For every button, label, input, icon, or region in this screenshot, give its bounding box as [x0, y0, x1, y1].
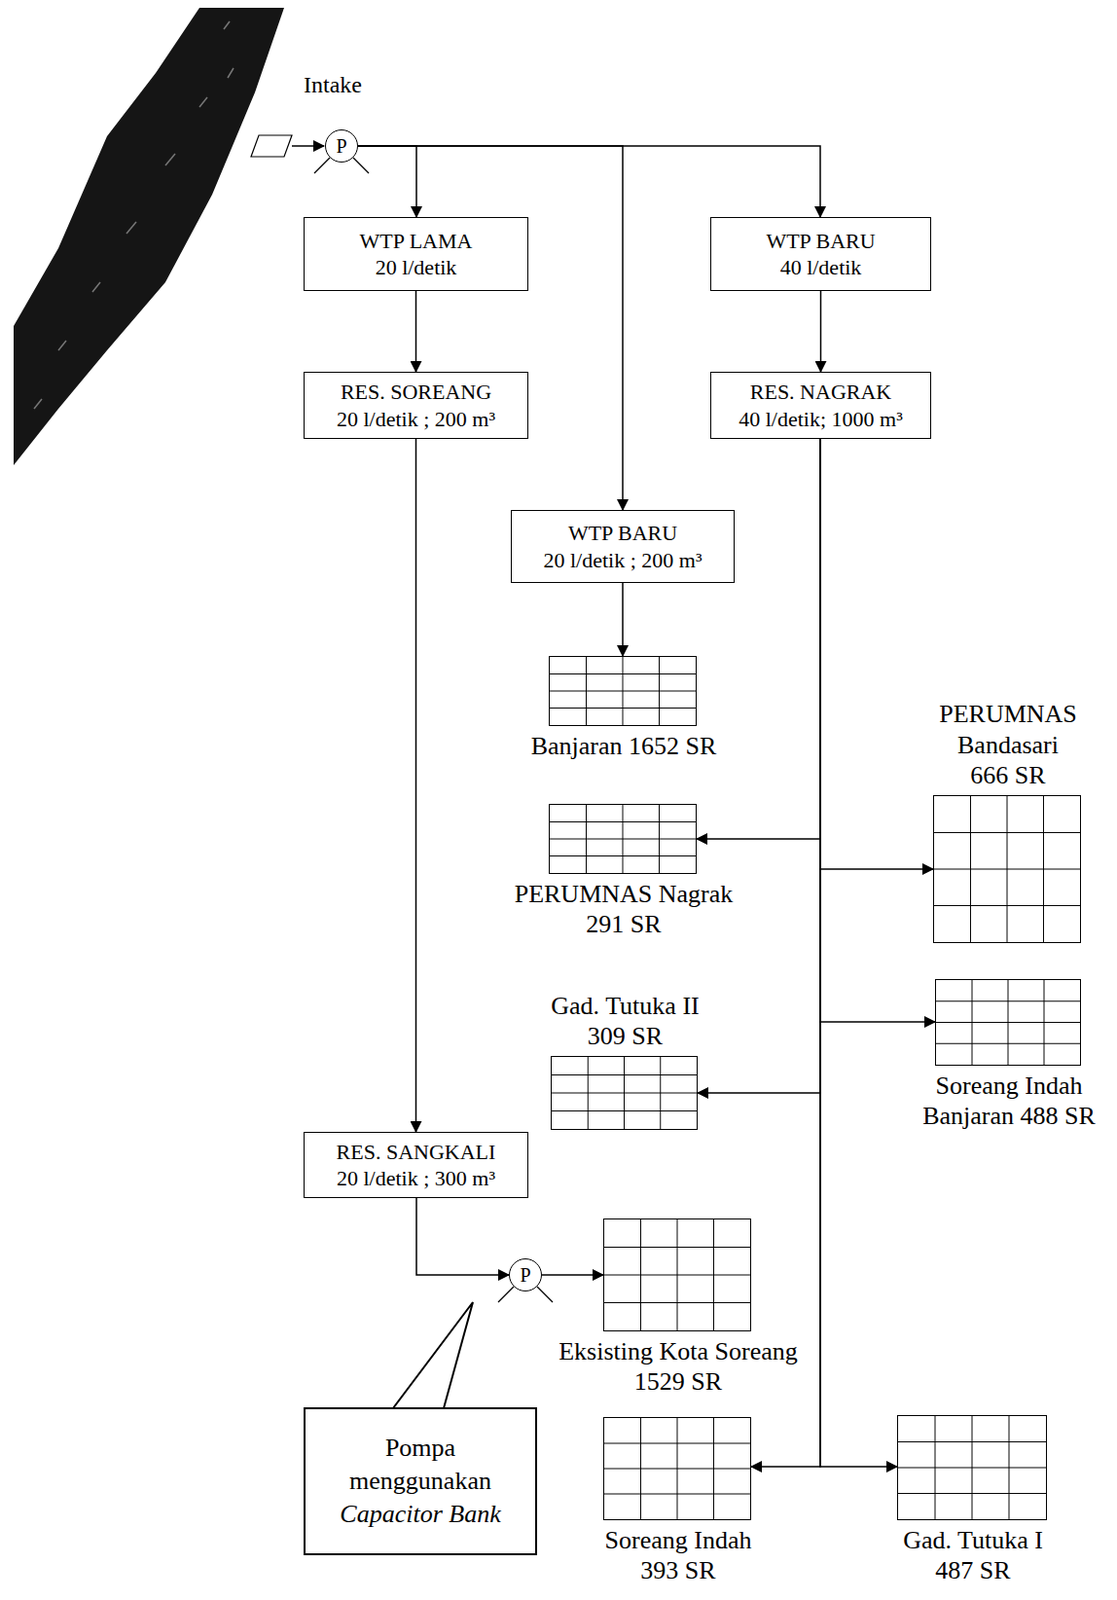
service-area-grid: PERUMNAS Nagrak 291 SR: [548, 803, 697, 874]
box-text: 20 l/detik: [375, 253, 458, 282]
area-label: Soreang Indah Banjaran 488 SR: [919, 1070, 1100, 1131]
box-title: WTP LAMA: [360, 227, 473, 255]
pump-symbol: P: [508, 1258, 542, 1292]
pipe-connector: [358, 145, 623, 510]
grid-lines: [551, 1056, 697, 1129]
service-area-grid: Gad. Tutuka I 487 SR: [897, 1414, 1047, 1520]
box-text: 20 l/detik ; 200 m³: [336, 405, 496, 433]
area-label: PERUMNAS Bandasari 666 SR: [937, 698, 1080, 791]
pump-legs: [314, 157, 553, 1302]
grid-lines: [549, 804, 696, 873]
grid-lines: [934, 795, 1081, 942]
intake-label: Intake: [303, 72, 362, 99]
pipe-connector: [820, 438, 936, 1022]
area-label: Soreang Indah 393 SR: [595, 1524, 761, 1586]
box-text: 20 l/detik ; 200 m³: [542, 546, 702, 575]
box-title: RES. NAGRAK: [750, 378, 892, 406]
river-texture: [34, 21, 234, 409]
service-area-grid: Gad. Tutuka II 309 SR: [550, 1055, 698, 1130]
process-box: WTP BARU40 l/detik: [710, 216, 932, 291]
service-area-grid: Soreang Indah 393 SR: [603, 1416, 752, 1520]
box-title: RES. SANGKALI: [336, 1138, 497, 1166]
box-text: 20 l/detik ; 300 m³: [336, 1164, 496, 1192]
pipe-connector: [541, 1273, 604, 1276]
area-label: Gad. Tutuka I 487 SR: [893, 1524, 1054, 1586]
process-box: WTP LAMA20 l/detik: [303, 216, 529, 291]
pipe-connector: [358, 145, 821, 217]
pipe-connector: [415, 290, 418, 372]
service-area-grid: PERUMNAS Bandasari 666 SR: [933, 794, 1081, 943]
process-box: RES. SOREANG20 l/detik ; 200 m³: [303, 371, 529, 439]
process-box: RES. NAGRAK40 l/detik; 1000 m³: [710, 371, 932, 439]
callout-box: Pompa menggunakanCapacitor Bank: [303, 1406, 538, 1555]
service-area-grid: Eksisting Kota Soreang 1529 SR: [603, 1218, 752, 1332]
pipe-connector: [416, 1197, 509, 1275]
pipe-connector: [696, 438, 821, 839]
area-label: Gad. Tutuka II 309 SR: [540, 990, 711, 1051]
callout-pointer: [393, 1301, 473, 1408]
box-title: Pompa menggunakan: [315, 1431, 526, 1498]
area-label: PERUMNAS Nagrak 291 SR: [504, 878, 744, 939]
pipe-connector: [415, 438, 418, 1132]
grid-lines: [604, 1219, 751, 1331]
intake-pipe: [291, 144, 325, 147]
area-label: Banjaran 1652 SR: [531, 730, 718, 761]
service-area-grid: Banjaran 1652 SR: [548, 655, 697, 726]
pipe-connector: [820, 438, 898, 1467]
pump-letter: P: [519, 1264, 531, 1285]
river: [13, 7, 285, 466]
grid-lines: [936, 979, 1081, 1065]
box-title: WTP BARU: [765, 227, 875, 255]
pipe-connector: [820, 290, 823, 372]
grid-lines: [604, 1417, 751, 1519]
process-box: WTP BARU20 l/detik ; 200 m³: [510, 509, 735, 583]
box-text: 40 l/detik: [780, 253, 863, 282]
pipe-connector: [751, 438, 821, 1467]
box-text: Capacitor Bank: [339, 1497, 501, 1531]
intake-structure: [251, 135, 292, 157]
pipe-connector: [621, 582, 624, 656]
process-box: RES. SANGKALI20 l/detik ; 300 m³: [303, 1131, 529, 1198]
box-title: WTP BARU: [568, 519, 678, 547]
grid-lines: [549, 656, 696, 725]
grid-lines: [898, 1415, 1046, 1519]
area-label: Eksisting Kota Soreang 1529 SR: [546, 1335, 810, 1397]
pump-symbol: P: [324, 129, 359, 163]
box-text: 40 l/detik; 1000 m³: [738, 405, 903, 433]
box-title: RES. SOREANG: [340, 378, 492, 406]
pipe-connector: [820, 438, 934, 869]
pipe-connector: [358, 145, 417, 217]
service-area-grid: Soreang Indah Banjaran 488 SR: [935, 978, 1081, 1066]
pump-letter: P: [335, 136, 347, 156]
